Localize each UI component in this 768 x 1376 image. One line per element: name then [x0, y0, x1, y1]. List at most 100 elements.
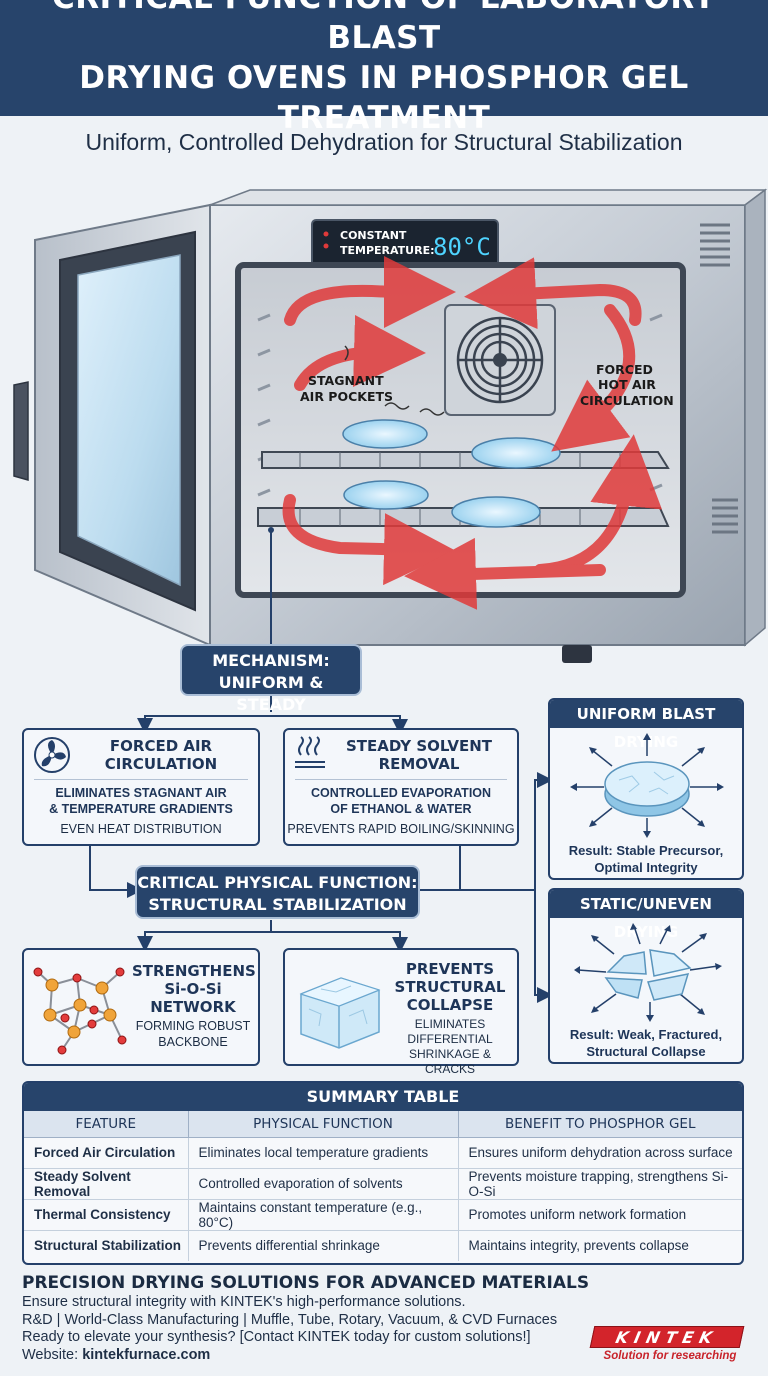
label-forced-line-2: HOT AIR — [598, 377, 656, 392]
page-title-line-1: CRITICAL FUNCTION OF LABORATORY BLAST — [52, 0, 716, 56]
network-note-2: BACKBONE — [158, 1035, 228, 1049]
page-header: CRITICAL FUNCTION OF LABORATORY BLAST DR… — [0, 0, 768, 136]
mechanism-line-1: MECHANISM: — [212, 651, 330, 670]
label-forced-line-1: FORCED — [596, 362, 653, 377]
table-cell: Controlled evaporation of solvents — [188, 1168, 459, 1200]
petri-dish — [471, 437, 561, 469]
uniform-blast-drying-panel: UNIFORM BLAST DRYING Result: Stable Prec… — [548, 698, 744, 880]
solvent-title-1: STEADY SOLVENT — [345, 737, 493, 755]
page-subtitle: Uniform, Controlled Dehydration for Stru… — [85, 129, 683, 155]
table-cell: Eliminates local temperature gradients — [188, 1137, 459, 1169]
collapse-note-3: SHRINKAGE & CRACKS — [408, 1047, 492, 1076]
display-label-line-2: TEMPERATURE: — [340, 244, 435, 257]
footer-website-row: Website: kintekfurnace.com — [22, 1347, 746, 1365]
critical-line-1: CRITICAL PHYSICAL FUNCTION: — [137, 873, 418, 892]
petri-dish — [342, 419, 428, 449]
solvent-bold-2: OF ETHANOL & WATER — [330, 802, 472, 816]
mechanism-box: MECHANISM: UNIFORM & STEADY — [180, 644, 362, 714]
cube-icon — [299, 977, 381, 1049]
forced-air-note: EVEN HEAT DISTRIBUTION — [60, 822, 222, 836]
molecule-icon — [33, 967, 127, 1055]
collapse-title-2: STRUCTURAL — [394, 978, 506, 996]
footer-line-2: R&D | World-Class Manufacturing | Muffle… — [22, 1311, 558, 1328]
static-panel-title: STATIC/UNEVEN DRYING — [550, 890, 742, 941]
table-cell: Structural Stabilization — [24, 1230, 189, 1261]
table-cell: Ensures uniform dehydration across surfa… — [458, 1137, 742, 1169]
critical-function-box: CRITICAL PHYSICAL FUNCTION: STRUCTURAL S… — [135, 865, 420, 919]
solvent-note: PREVENTS RAPID BOILING/SKINNING — [287, 822, 515, 836]
footer-line-1: Ensure structural integrity with KINTEK'… — [22, 1294, 466, 1310]
table-cell: Prevents differential shrinkage — [188, 1230, 459, 1261]
collapse-note-2: DIFFERENTIAL — [407, 1032, 493, 1046]
collapse-note-1: ELIMINATES — [414, 1017, 486, 1031]
table-row: Forced Air Circulation Eliminates local … — [24, 1137, 742, 1169]
network-title-2: Si-O-Si — [164, 980, 222, 998]
table-header-feature: FEATURE — [24, 1111, 189, 1138]
display-label-line-1: CONSTANT — [340, 229, 407, 242]
label-stagnant-line-2: AIR POCKETS — [300, 389, 393, 404]
table-cell: Prevents moisture trapping, strengthens … — [458, 1168, 742, 1200]
table-row: Steady Solvent Removal Controlled evapor… — [24, 1168, 742, 1200]
display-temperature: 80°C — [433, 233, 491, 261]
forced-air-bold-1: ELIMINATES STAGNANT AIR — [55, 786, 227, 800]
table-cell: Thermal Consistency — [24, 1199, 189, 1231]
table-cell: Forced Air Circulation — [24, 1137, 189, 1169]
summary-table-grid: FEATURE PHYSICAL FUNCTION BENEFIT TO PHO… — [24, 1111, 742, 1261]
table-row: Structural Stabilization Prevents differ… — [24, 1230, 742, 1261]
critical-line-2: STRUCTURAL STABILIZATION — [148, 895, 407, 914]
forced-air-title-1: FORCED AIR — [109, 737, 213, 755]
collapse-title-3: COLLAPSE — [406, 996, 494, 1014]
table-row: Thermal Consistency Maintains constant t… — [24, 1199, 742, 1231]
label-stagnant-line-1: STAGNANT — [308, 373, 384, 388]
card-solvent-removal: STEADY SOLVENT REMOVAL CONTROLLED EVAPOR… — [283, 728, 519, 846]
flow-connectors — [89, 645, 553, 1003]
network-note-1: FORMING ROBUST — [135, 1019, 251, 1033]
petri-dish — [451, 496, 541, 528]
uniform-panel-title: UNIFORM BLAST DRYING — [550, 700, 742, 751]
petri-dish — [343, 480, 429, 510]
uniform-result-1: Result: Stable Precursor, — [568, 843, 724, 858]
network-title-1: STRENGTHENS — [132, 962, 256, 980]
uniform-result-2: Optimal Integrity — [594, 860, 698, 875]
summary-table-title: SUMMARY TABLE — [24, 1083, 742, 1111]
card-collapse: PREVENTS STRUCTURAL COLLAPSE ELIMINATES … — [283, 948, 519, 1076]
solvent-bold-1: CONTROLLED EVAPORATION — [310, 786, 492, 800]
footer-line-3: Ready to elevate your synthesis? [Contac… — [22, 1329, 531, 1345]
table-cell: Promotes uniform network formation — [458, 1199, 742, 1231]
kintek-logo: KINTEK Solution for researching — [589, 1326, 748, 1366]
static-uneven-drying-panel: STATIC/UNEVEN DRYING Result: Weak, Fract… — [548, 888, 744, 1064]
oven-drawing: CONSTANT TEMPERATURE: 80°C — [13, 188, 768, 663]
oven-illustration: CONSTANT TEMPERATURE: 80°C — [0, 170, 768, 670]
footer: PRECISION DRYING SOLUTIONS FOR ADVANCED … — [22, 1272, 746, 1364]
footer-title: PRECISION DRYING SOLUTIONS FOR ADVANCED … — [22, 1273, 590, 1293]
cracked-gel-icon — [574, 923, 722, 1022]
page-title-line-2: DRYING OVENS IN PHOSPHOR GEL TREATMENT — [79, 60, 689, 136]
label-forced-line-3: CIRCULATION — [580, 393, 674, 408]
mechanism-line-2: UNIFORM & STEADY — [218, 673, 324, 714]
forced-air-title-2: CIRCULATION — [104, 755, 218, 773]
solvent-title-2: REMOVAL — [378, 755, 460, 773]
network-title-3: NETWORK — [150, 998, 236, 1016]
table-header-benefit: BENEFIT TO PHOSPHOR GEL — [458, 1111, 742, 1138]
summary-table: SUMMARY TABLE FEATURE PHYSICAL FUNCTION … — [22, 1081, 744, 1265]
logo-wordmark: KINTEK — [589, 1326, 745, 1348]
static-result-1: Result: Weak, Fractured, — [569, 1027, 723, 1042]
table-cell: Maintains integrity, prevents collapse — [468, 1238, 689, 1254]
forced-air-bold-2: & TEMPERATURE GRADIENTS — [49, 802, 233, 816]
table-header-row: FEATURE PHYSICAL FUNCTION BENEFIT TO PHO… — [24, 1111, 742, 1138]
fan-icon — [34, 737, 70, 773]
collapse-title-1: PREVENTS — [405, 960, 495, 978]
logo-tagline: Solution for researching — [603, 1350, 737, 1362]
website-link[interactable]: kintekfurnace.com — [82, 1346, 211, 1363]
steam-icon — [295, 736, 325, 768]
table-header-function: PHYSICAL FUNCTION — [188, 1111, 459, 1138]
door-window — [77, 254, 181, 587]
static-result-2: Structural Collapse — [586, 1044, 706, 1059]
table-cell: Maintains constant temperature (e.g., 80… — [188, 1199, 459, 1231]
website-label: Website: — [22, 1346, 83, 1363]
table-cell: Steady Solvent Removal — [24, 1168, 189, 1200]
airflow-arrows — [282, 256, 663, 610]
card-network: STRENGTHENS Si-O-Si NETWORK FORMING ROBU… — [22, 948, 260, 1066]
card-forced-air: FORCED AIR CIRCULATION ELIMINATES STAGNA… — [22, 728, 260, 846]
door-handle — [13, 381, 29, 481]
